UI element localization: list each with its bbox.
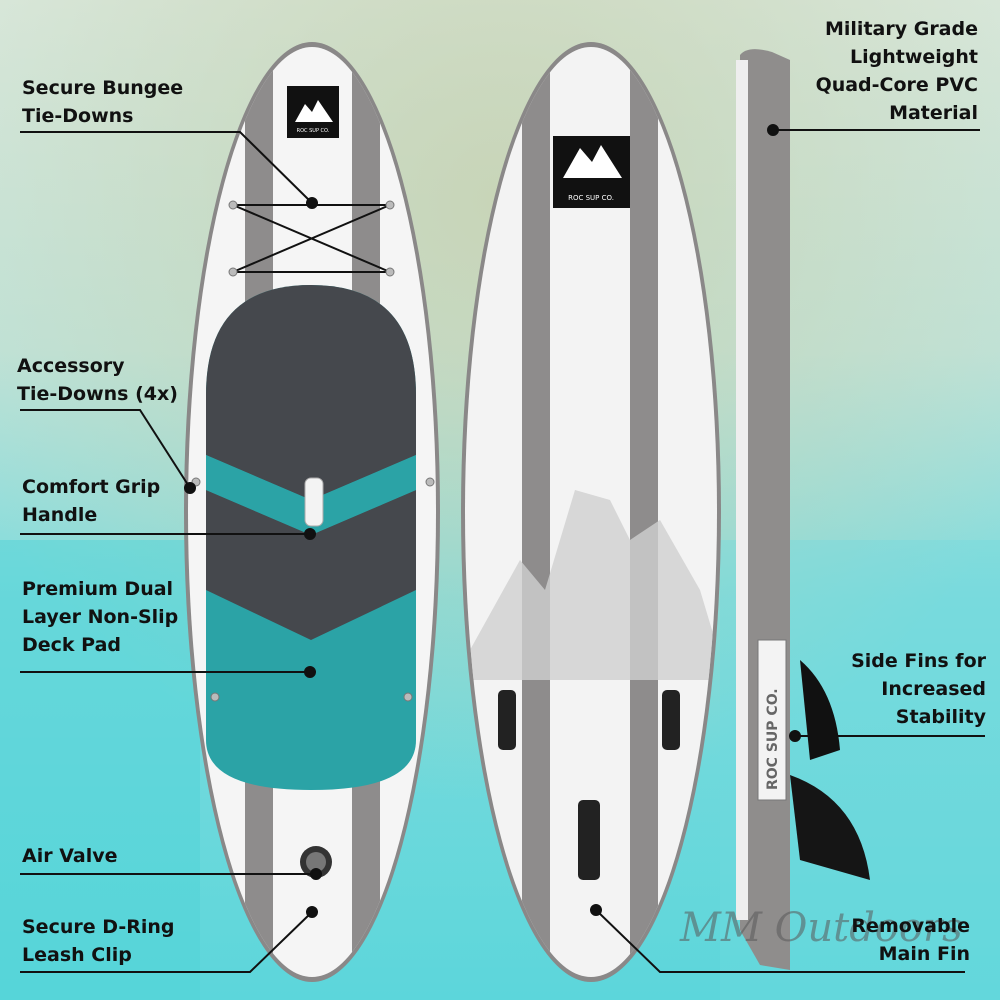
board-bottom-view: ROC SUP CO. xyxy=(461,42,721,982)
callout-line: Tie-Downs xyxy=(22,105,134,127)
callout-line: Air Valve xyxy=(22,845,118,867)
svg-text:ROC SUP CO.: ROC SUP CO. xyxy=(297,128,330,134)
callout-line: Side Fins for xyxy=(851,650,986,672)
callout-dring: Secure D-Ring Leash Clip xyxy=(22,913,175,969)
callout-line: Handle xyxy=(22,504,98,526)
callout-deckpad: Premium Dual Layer Non-Slip Deck Pad xyxy=(22,575,178,659)
callout-bungee: Secure Bungee Tie-Downs xyxy=(22,74,183,130)
callout-line: Removable xyxy=(851,915,970,937)
callout-line: Comfort Grip xyxy=(22,476,161,498)
callout-line: Secure D-Ring xyxy=(22,916,175,938)
callout-sidefins: Side Fins for Increased Stability xyxy=(851,647,986,731)
callout-line: Stability xyxy=(895,706,986,728)
callout-line: Leash Clip xyxy=(22,944,132,966)
svg-text:ROC SUP CO.: ROC SUP CO. xyxy=(765,688,781,790)
callout-material: Military Grade Lightweight Quad-Core PVC… xyxy=(816,15,978,127)
callout-handle: Comfort Grip Handle xyxy=(22,473,160,529)
callout-line: Lightweight xyxy=(850,46,978,68)
board-side-view: ROC SUP CO. xyxy=(736,49,870,970)
callout-line: Material xyxy=(889,102,978,124)
callout-line: Tie-Downs (4x) xyxy=(17,383,178,405)
callout-valve: Air Valve xyxy=(22,842,117,870)
callout-line: Quad-Core PVC xyxy=(815,74,978,96)
watermark: MM Outdoors xyxy=(680,905,963,951)
callout-line: Military Grade xyxy=(825,18,978,40)
board-top-view: ROC SUP CO. xyxy=(184,42,440,982)
callout-line: Secure Bungee xyxy=(22,77,184,99)
callout-line: Increased xyxy=(881,678,986,700)
callout-mainfin: Removable Main Fin xyxy=(851,912,970,968)
svg-text:ROC SUP CO.: ROC SUP CO. xyxy=(568,194,614,202)
callout-line: Premium Dual xyxy=(22,578,174,600)
callout-line: Main Fin xyxy=(878,943,970,965)
callout-line: Layer Non-Slip xyxy=(22,606,179,628)
callout-accessory: Accessory Tie-Downs (4x) xyxy=(17,352,178,408)
callout-line: Deck Pad xyxy=(22,634,122,656)
callout-line: Accessory xyxy=(17,355,125,377)
